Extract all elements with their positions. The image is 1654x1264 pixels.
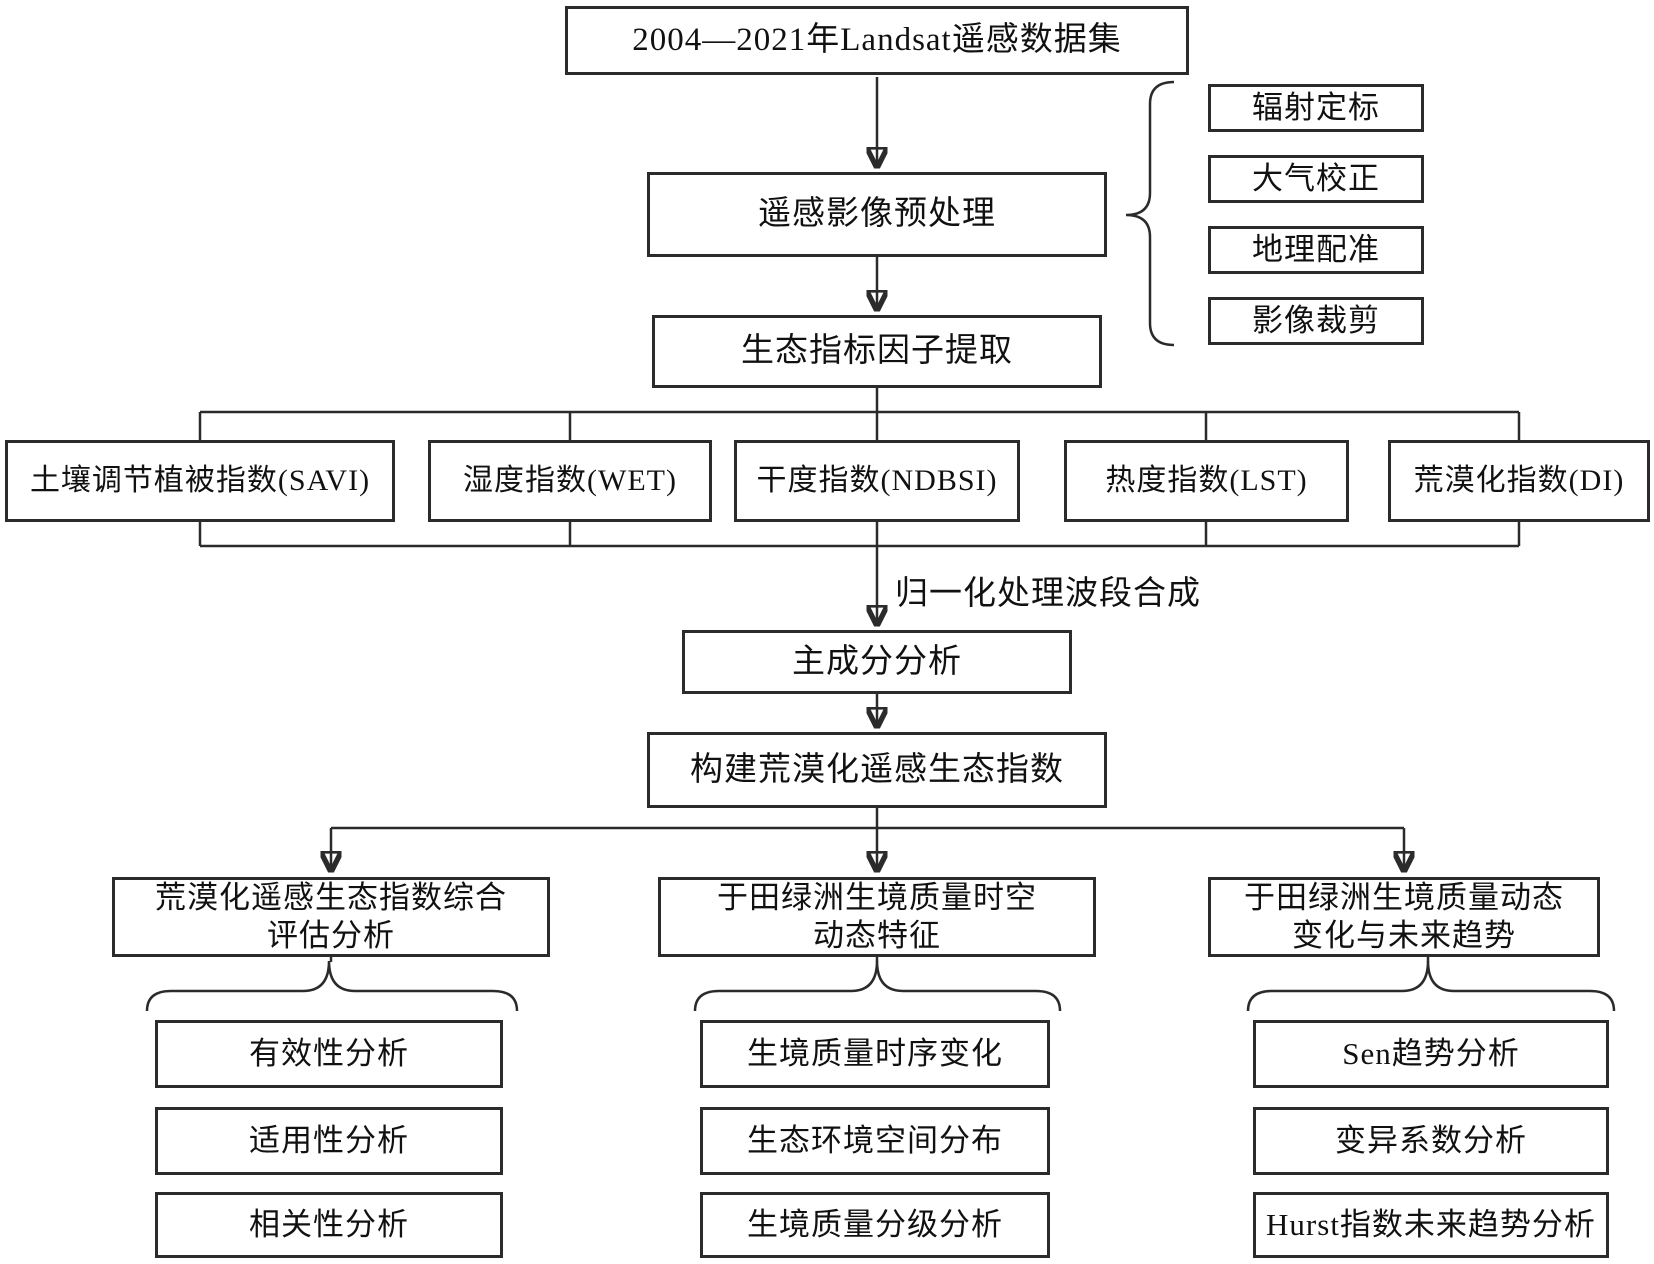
- connector-extract-to-indicators: [198, 388, 1521, 440]
- node-indicator-di: 荒漠化指数(DI): [1388, 440, 1650, 522]
- branch-3-title-line1: 于田绿洲生境质量动态: [1244, 880, 1564, 916]
- node-dataset: 2004—2021年Landsat遥感数据集: [565, 6, 1189, 75]
- brace-branch-2-items: [693, 960, 1062, 1012]
- node-build-index: 构建荒漠化遥感生态指数: [647, 732, 1107, 808]
- node-preprocess: 遥感影像预处理: [647, 172, 1107, 257]
- node-branch-1-item-1: 有效性分析: [155, 1020, 503, 1088]
- branch-2-title-line1: 于田绿洲生境质量时空: [717, 880, 1037, 916]
- node-indicator-ndbsi: 干度指数(NDBSI): [734, 440, 1020, 522]
- node-branch-3-item-2: 变异系数分析: [1253, 1107, 1609, 1175]
- node-branch-3-title: 于田绿洲生境质量动态 变化与未来趋势: [1208, 877, 1600, 957]
- node-indicator-savi: 土壤调节植被指数(SAVI): [5, 440, 395, 522]
- connector-indicators-to-pca: [198, 522, 1521, 548]
- node-branch-2-item-1: 生境质量时序变化: [700, 1020, 1050, 1088]
- node-indicator-wet: 湿度指数(WET): [428, 440, 712, 522]
- node-pca: 主成分分析: [682, 630, 1072, 694]
- node-branch-2-item-2: 生态环境空间分布: [700, 1107, 1050, 1175]
- branch-1-title-line2: 评估分析: [267, 918, 395, 953]
- branch-2-title-line2: 动态特征: [813, 918, 941, 953]
- node-branch-1-title: 荒漠化遥感生态指数综合 评估分析: [112, 877, 550, 957]
- node-step-radiometric-calibration: 辐射定标: [1208, 84, 1424, 132]
- node-branch-1-item-2: 适用性分析: [155, 1107, 503, 1175]
- brace-branch-3-items: [1246, 960, 1616, 1012]
- node-branch-3-item-3: Hurst指数未来趋势分析: [1253, 1192, 1609, 1258]
- brace-branch-1-items: [145, 960, 519, 1012]
- brace-preprocess-steps: [1125, 80, 1175, 347]
- node-step-image-clipping: 影像裁剪: [1208, 297, 1424, 345]
- branch-1-title-line1: 荒漠化遥感生态指数综合: [155, 880, 507, 916]
- connector-build-to-branches: [331, 808, 1404, 830]
- node-step-atmospheric-correction: 大气校正: [1208, 155, 1424, 203]
- node-branch-1-item-3: 相关性分析: [155, 1192, 503, 1258]
- node-branch-2-item-3: 生境质量分级分析: [700, 1192, 1050, 1258]
- branch-3-title-line2: 变化与未来趋势: [1292, 918, 1516, 953]
- node-branch-2-title: 于田绿洲生境质量时空 动态特征: [658, 877, 1096, 957]
- node-extract: 生态指标因子提取: [652, 315, 1102, 388]
- node-branch-3-item-1: Sen趋势分析: [1253, 1020, 1609, 1088]
- node-step-geo-registration: 地理配准: [1208, 226, 1424, 274]
- node-indicator-lst: 热度指数(LST): [1064, 440, 1349, 522]
- label-normalize-band-composite: 归一化处理波段合成: [895, 576, 1201, 612]
